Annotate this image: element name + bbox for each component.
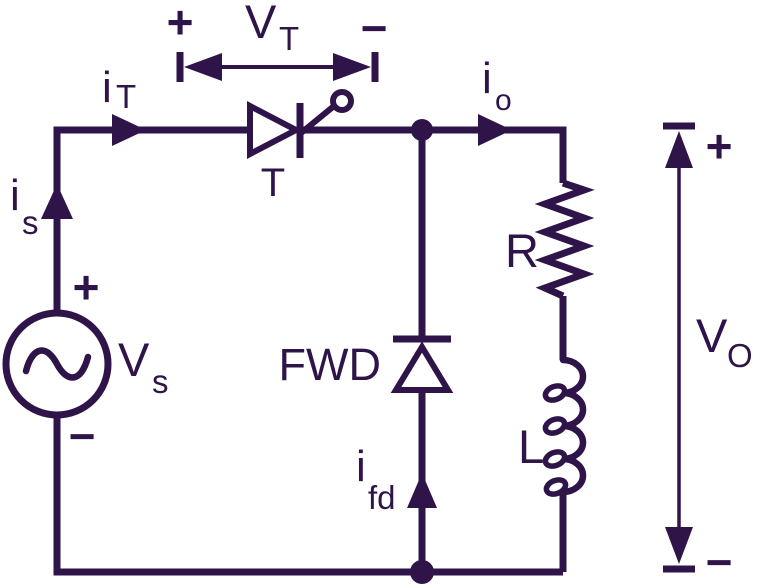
source-minus-label: − (69, 410, 96, 462)
ifd-subscript: fd (368, 479, 396, 516)
vo-minus-label: − (706, 536, 733, 587)
is-label: i (10, 171, 20, 220)
inductor-loop-icon (543, 477, 569, 497)
inductor-loop-icon (542, 383, 568, 403)
inductor-loop-icon (542, 449, 568, 469)
current-arrow-ifd: i fd (356, 442, 437, 516)
freewheeling-diode: FWD (279, 335, 454, 393)
ifd-arrowhead-icon (407, 473, 437, 508)
it-label: i (102, 63, 112, 112)
inductor-loop-icon (542, 416, 568, 436)
resistor-zigzag-icon (534, 179, 595, 300)
vt-minus-label: − (361, 2, 388, 54)
thyristor-anode-triangle-icon (247, 101, 303, 159)
ac-source-circle-icon (2, 309, 112, 419)
ifd-label: i (356, 442, 366, 491)
wire-bottom (53, 415, 563, 576)
fwd-triangle-icon (390, 341, 454, 393)
thyristor-label: T (261, 161, 285, 205)
resistor-label: R (505, 224, 539, 277)
vt-left-arrowhead-icon (184, 53, 222, 81)
wire-top-left (53, 126, 250, 313)
vo-label: V (696, 309, 728, 362)
wire-top-right (302, 126, 567, 183)
thyristor-gate-terminal-icon (330, 89, 354, 113)
io-subscript: o (495, 84, 512, 117)
it-arrowhead-icon (112, 114, 146, 146)
source-voltage-subscript: s (152, 363, 169, 400)
fwd-label: FWD (279, 339, 381, 390)
resistor: R (505, 179, 595, 300)
vo-bottom-arrowhead-icon (665, 527, 693, 564)
junction-dot-top (411, 119, 433, 141)
junction-dot-bottom (410, 560, 434, 584)
io-arrowhead-icon (478, 114, 512, 146)
vo-plus-label: + (706, 120, 733, 172)
sine-wave-icon (22, 347, 92, 381)
current-arrow-io: i o (478, 54, 512, 146)
vt-plus-label: + (167, 0, 194, 48)
vo-subscript: O (727, 337, 753, 374)
vo-measurement: + V O − (663, 120, 753, 587)
current-arrow-it: i T (102, 63, 146, 146)
vt-label: V (245, 0, 277, 48)
it-subscript: T (116, 78, 136, 115)
thyristor: T (247, 89, 354, 205)
source-plus-label: + (73, 261, 100, 313)
is-subscript: s (22, 204, 39, 241)
current-arrow-is: i s (10, 171, 73, 241)
io-label: i (482, 54, 492, 103)
inductor: L (518, 356, 587, 497)
vt-right-arrowhead-icon (333, 53, 371, 81)
thyristor-gate-lead-icon (299, 103, 336, 136)
ac-source: + − V s (2, 261, 169, 462)
vt-subscript: T (279, 20, 299, 57)
wires (53, 126, 567, 576)
is-arrowhead-icon (41, 184, 73, 219)
vt-measurement: + V T − (167, 0, 388, 82)
vo-top-arrowhead-icon (665, 131, 693, 168)
source-voltage-label: V (118, 333, 150, 386)
inductor-label: L (518, 420, 544, 473)
